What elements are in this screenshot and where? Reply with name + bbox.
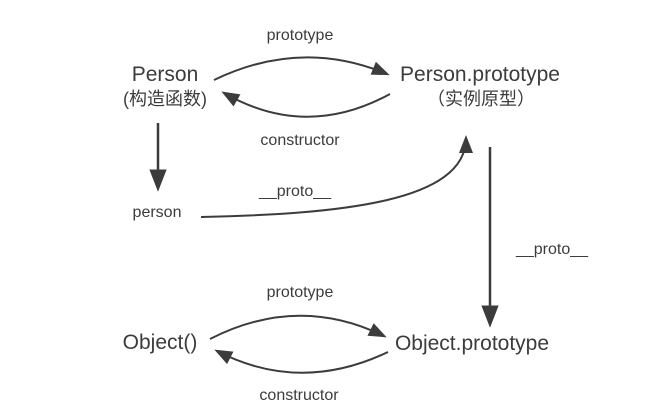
node-person-constructor-subtitle: (构造函数)	[123, 89, 207, 109]
label-prototype-bottom: prototype	[266, 284, 334, 301]
node-person-constructor-title: Person	[131, 63, 199, 86]
label-constructor-bottom: constructor	[259, 387, 339, 404]
label-proto-chain: __proto__	[515, 241, 589, 258]
prototype-arrow-bottom	[209, 314, 387, 340]
constructor-arrow-top	[221, 91, 391, 118]
node-object-constructor: Object()	[122, 331, 198, 354]
label-constructor-top: constructor	[260, 132, 340, 149]
constructor-arrow-bottom	[214, 349, 389, 374]
node-person-prototype-subtitle: （实例原型）	[427, 89, 535, 109]
label-prototype-top: prototype	[266, 27, 334, 44]
node-person-prototype-title: Person.prototype	[400, 63, 560, 86]
node-object-prototype: Object.prototype	[394, 332, 550, 355]
prototype-arrow-top	[213, 56, 390, 81]
node-person-instance: person	[132, 204, 182, 221]
label-proto-instance: __proto__	[258, 183, 332, 200]
instance-proto-arrow	[200, 135, 473, 218]
